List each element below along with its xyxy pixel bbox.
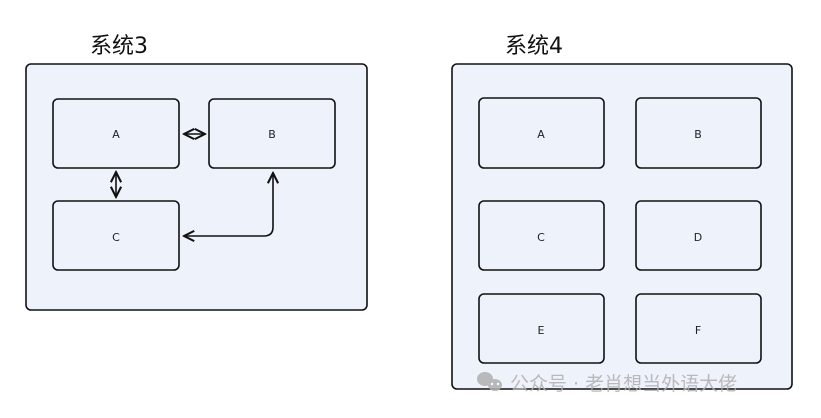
system4-node-b[interactable]: B [635,97,762,169]
node-label: D [694,231,702,244]
watermark: 公众号 · 老肖想当外语大佬 [477,372,737,395]
node-label: C [112,231,120,244]
node-label: B [268,128,276,141]
system3-node-a[interactable]: A [52,98,180,169]
system4-node-f[interactable]: F [635,293,762,364]
node-label: C [537,231,545,244]
system4-node-a[interactable]: A [478,97,605,169]
node-label: F [695,324,701,337]
system4-node-d[interactable]: D [635,200,762,271]
system4-node-c[interactable]: C [478,200,605,271]
system4-title: 系统4 [505,34,563,59]
wechat-icon [477,372,502,391]
system4-node-e[interactable]: E [478,293,605,364]
watermark-text: 公众号 · 老肖想当外语大佬 [510,373,737,395]
system3-title: 系统3 [90,34,148,59]
system3-node-c[interactable]: C [52,200,180,271]
node-label: A [537,128,545,141]
node-label: E [538,324,545,337]
system3-node-b[interactable]: B [208,98,336,169]
edge-c-b [184,173,273,236]
node-label: B [694,128,702,141]
node-label: A [112,128,120,141]
